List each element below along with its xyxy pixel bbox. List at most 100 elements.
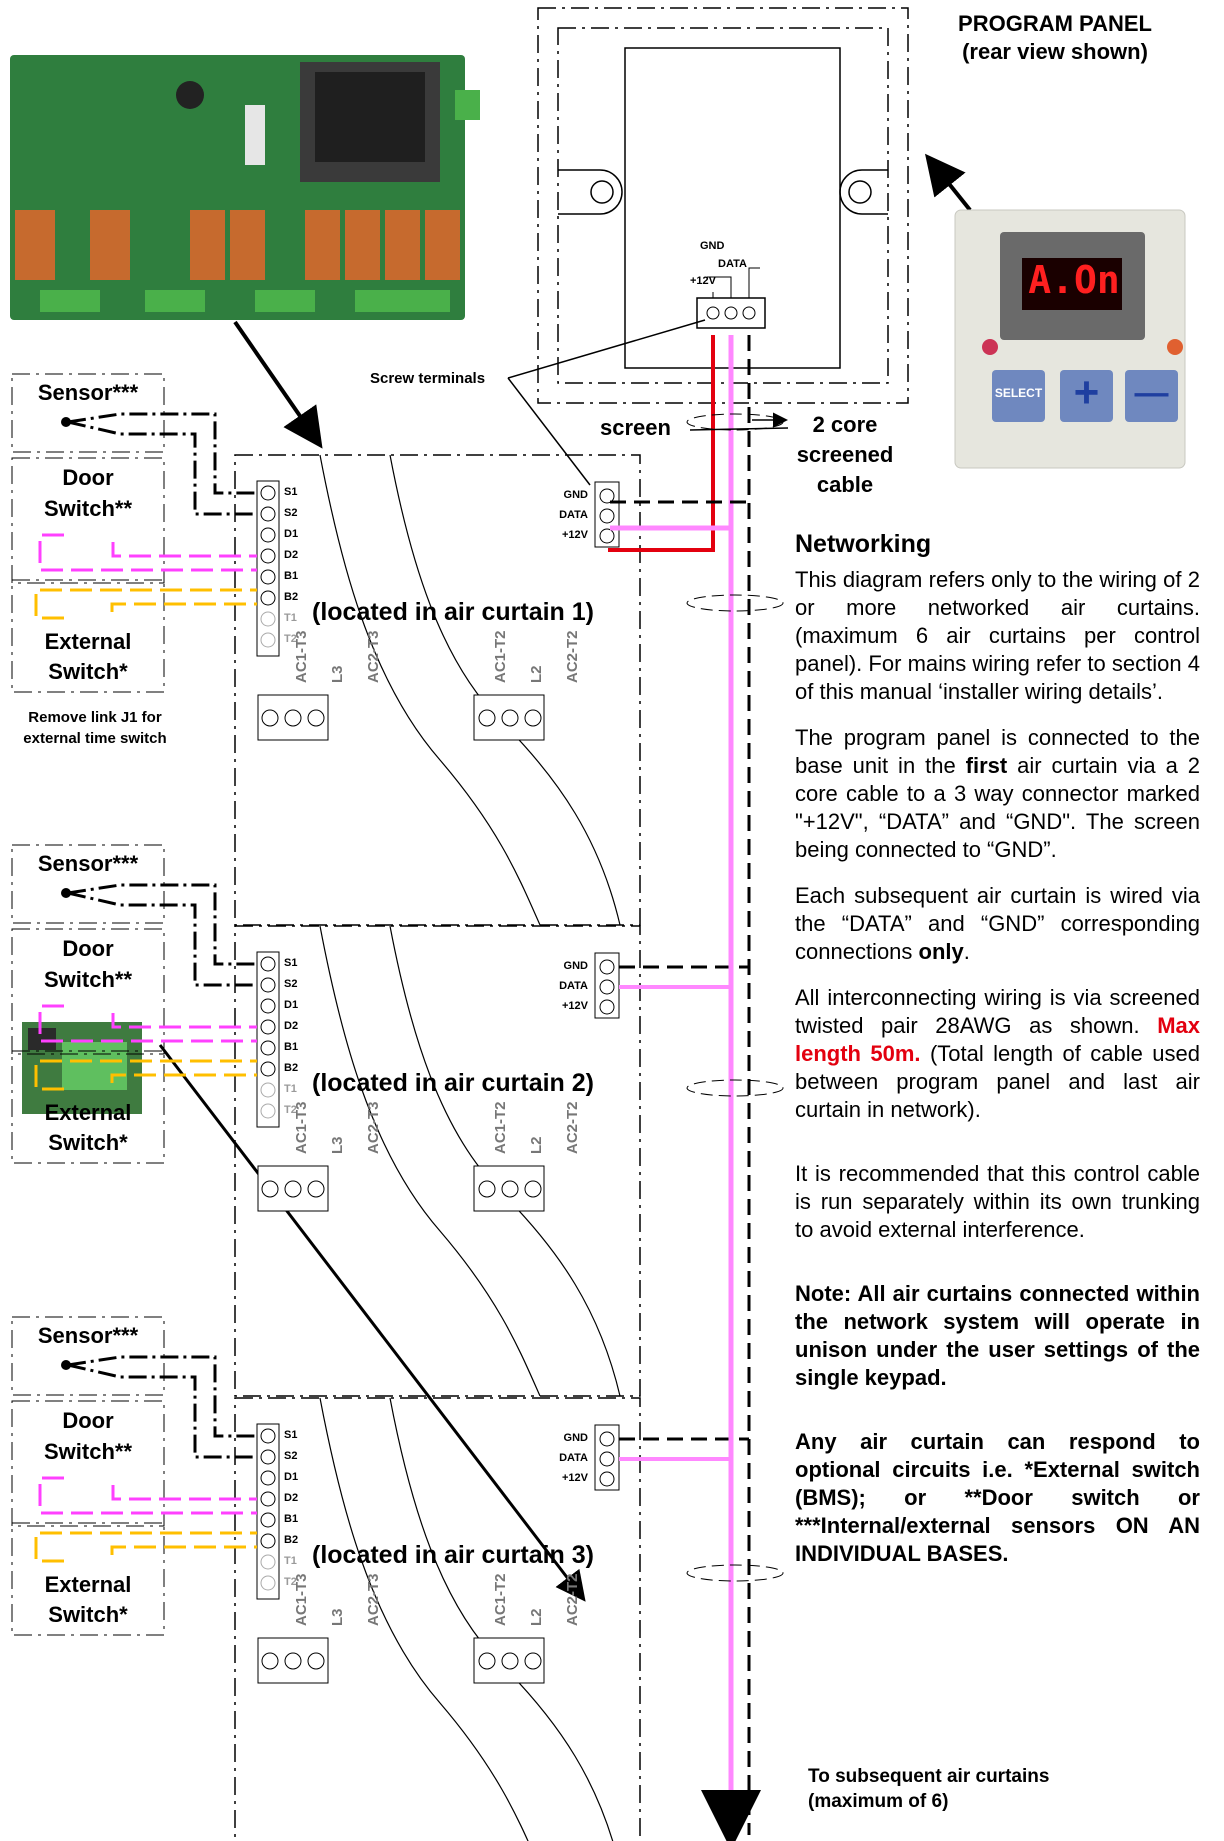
mains-terminal-label: AC1-T3 [293,630,310,683]
mains-terminal-label: AC2-T2 [564,1101,581,1154]
air-curtain-unit-2 [11,844,749,1397]
connector-photo [22,1022,142,1114]
terminal-label: S2 [284,978,298,990]
network-terminal-label: DATA [559,1452,588,1464]
paragraph-1: This diagram refers only to the wiring o… [795,567,1200,704]
terminal-label: D2 [284,549,299,561]
paragraph-2: The program panel is connected to the ba… [795,725,1200,862]
external-switch-label: Switch* [48,1602,128,1627]
terminal-label-12v: +12V [690,275,716,287]
terminal-label-data: DATA [718,258,747,270]
located-label: (located in air curtain 2) [312,1069,595,1097]
terminal-label: B2 [284,591,299,603]
mains-terminal-label: AC1-T2 [492,1101,509,1154]
mains-terminal-label: L2 [528,665,545,683]
networking-text: Networking This diagram refers only to t… [795,530,1200,1586]
panel-title: PROGRAM PANEL (rear view shown) [958,11,1152,64]
mains-terminal-label: L3 [329,1136,346,1154]
mains-terminal-label: AC1-T3 [293,1573,310,1626]
located-label: (located in air curtain 3) [312,1541,595,1569]
mains-terminal-label: AC2-T2 [564,630,581,683]
air-curtain-unit-1 [11,373,641,926]
program-panel-rear [537,7,909,404]
terminal-label: T2 [284,1104,297,1116]
door-switch-label: Switch** [43,1439,133,1464]
located-label: (located in air curtain 1) [312,598,595,626]
mains-terminal-label: AC1-T3 [293,1101,310,1154]
terminal-label: B2 [284,1062,299,1074]
air-curtain-units [11,373,749,1841]
paragraph-6: Note: All air curtains connected within … [795,1281,1200,1390]
terminal-label: S2 [284,507,298,519]
mains-terminal-label: AC2-T3 [365,1101,382,1154]
screen-label: screen [600,415,671,440]
terminal-label: T1 [284,1555,297,1567]
external-switch-label: External [44,1572,132,1597]
select-button[interactable]: SELECT [994,386,1043,400]
networking-heading: Networking [795,530,932,558]
mains-terminal-label: AC1-T2 [492,630,509,683]
network-terminal-label: GND [563,1432,588,1444]
terminal-label: B1 [284,570,299,582]
network-terminal-label: +12V [562,529,588,541]
network-terminal-label: DATA [559,980,588,992]
mains-terminal-label: AC2-T2 [564,1573,581,1626]
terminal-label: T2 [284,1576,297,1588]
network-terminal-label: GND [563,489,588,501]
terminal-label: D1 [284,1471,299,1483]
mains-terminal-label: L2 [528,1136,545,1154]
terminal-label: T1 [284,612,297,624]
terminal-label-gnd: GND [700,240,725,252]
door-switch-label: Door [62,936,114,961]
paragraph-7: Any air curtain can respond to optional … [795,1429,1200,1566]
terminal-label: S2 [284,1450,298,1462]
paragraph-4: All interconnecting wiring is via screen… [795,985,1200,1122]
sensor-label: Sensor*** [37,1323,139,1348]
sensor-label: Sensor*** [37,380,139,405]
terminal-label: S1 [284,486,298,498]
external-switch-label: Switch* [48,659,128,684]
sensor-label: Sensor*** [37,851,139,876]
network-terminal-label: GND [563,960,588,972]
terminal-label: T2 [284,633,297,645]
minus-button[interactable]: — [1134,374,1169,412]
network-cable [507,319,789,1841]
network-terminal-label: +12V [562,1000,588,1012]
terminal-label: D2 [284,1492,299,1504]
mains-terminal-label: L3 [329,665,346,683]
terminal-label: S1 [284,1429,298,1441]
mains-terminal-label: AC2-T3 [365,1573,382,1626]
terminal-label: B1 [284,1041,299,1053]
paragraph-3: Each subsequent air curtain is wired via… [795,883,1200,964]
mains-terminal-label: L2 [528,1608,545,1626]
external-switch-label: External [44,1100,132,1125]
terminal-label: D2 [284,1020,299,1032]
keypad-display: A.On [1028,258,1120,302]
mains-terminal-label: AC2-T3 [365,630,382,683]
subsequent-note: To subsequent air curtains(maximum of 6) [808,1766,1050,1812]
door-switch-label: Switch** [43,967,133,992]
air-curtain-unit-3 [11,1316,749,1841]
screw-terminals-label: Screw terminals [370,370,486,387]
mains-terminal-label: L3 [329,1608,346,1626]
network-terminal-label: DATA [559,509,588,521]
network-terminal-label: +12V [562,1472,588,1484]
terminal-label: B1 [284,1513,299,1525]
external-switch-label: Switch* [48,1130,128,1155]
door-switch-label: Switch** [43,496,133,521]
door-switch-label: Door [62,465,114,490]
mains-terminal-label: AC1-T2 [492,1573,509,1626]
paragraph-5: It is recommended that this control cabl… [795,1161,1200,1242]
external-switch-label: External [44,629,132,654]
terminal-label: B2 [284,1534,299,1546]
terminal-label: T1 [284,1083,297,1095]
pcb-photo [10,55,480,320]
plus-button[interactable]: + [1073,368,1100,417]
terminal-label: S1 [284,957,298,969]
terminal-label: D1 [284,999,299,1011]
terminal-label: D1 [284,528,299,540]
door-switch-label: Door [62,1408,114,1433]
